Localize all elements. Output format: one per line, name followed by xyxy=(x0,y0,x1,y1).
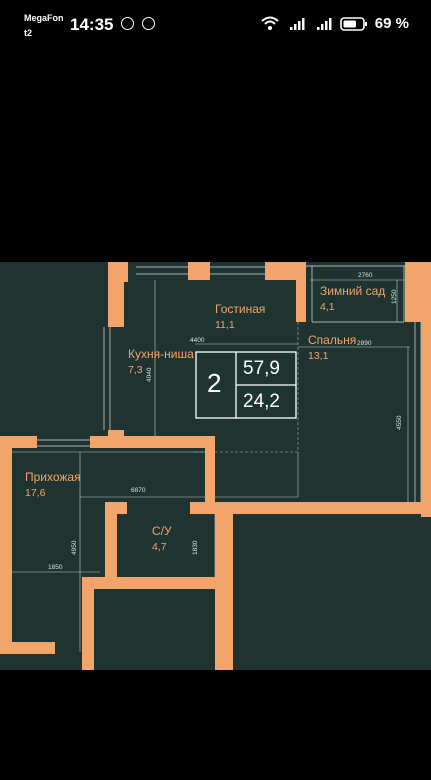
room-name-hallway: Прихожая xyxy=(25,470,81,484)
whatsapp-icon xyxy=(121,17,134,30)
wall xyxy=(405,262,431,322)
room-area-living: 11,1 xyxy=(215,319,235,331)
dimension-label: 4950 xyxy=(71,540,78,555)
badge-living-area: 24,2 xyxy=(243,391,280,412)
room-area-kitchen: 7,3 xyxy=(128,364,143,376)
room-area-winter-garden: 4,1 xyxy=(320,301,335,313)
clock: 14:35 xyxy=(70,15,114,34)
floor-plan-drawing xyxy=(0,262,431,670)
wall xyxy=(265,262,305,280)
dimension-label: 6870 xyxy=(131,487,146,494)
dimension-label: 4400 xyxy=(190,337,205,344)
dimension-label: 1250 xyxy=(391,289,398,304)
room-name-living: Гостиная xyxy=(215,302,266,316)
carrier-label: MegaFon xyxy=(24,13,64,23)
wall xyxy=(421,317,431,517)
room-name-kitchen: Кухня-ниша xyxy=(128,347,194,361)
dimension-label: 4040 xyxy=(146,367,153,382)
wall xyxy=(296,262,306,322)
wall xyxy=(205,502,431,514)
wall xyxy=(205,436,215,514)
wall xyxy=(105,502,117,577)
wall xyxy=(82,577,94,670)
wifi-icon xyxy=(261,16,279,30)
wall xyxy=(108,262,124,327)
wall xyxy=(90,436,205,448)
battery-percent: 69 % xyxy=(374,15,409,32)
room-name-bedroom: Спальня xyxy=(308,333,357,347)
wall xyxy=(0,642,55,654)
badge-total-area: 57,9 xyxy=(243,358,280,379)
room-name-bathroom: С/У xyxy=(152,524,172,538)
battery-icon xyxy=(340,17,367,31)
badge-room-count: 2 xyxy=(207,368,222,398)
status-bar: MegaFon t2 14:35 69 % xyxy=(0,0,431,44)
room-name-winter-garden: Зимний сад xyxy=(320,284,386,298)
dimension-label: 1850 xyxy=(48,564,63,571)
wall xyxy=(82,577,233,589)
dimension-label: 4550 xyxy=(396,415,403,430)
dimension-label: 2760 xyxy=(358,272,373,279)
wall xyxy=(0,436,12,646)
room-area-bathroom: 4,7 xyxy=(152,541,167,553)
wall xyxy=(188,262,210,280)
floor-plan[interactable]: Гостиная 11,1 Зимний сад 4,1 Спальня 13,… xyxy=(0,262,431,670)
dimension-label: 2890 xyxy=(357,340,372,347)
room-area-hallway: 17,6 xyxy=(25,487,46,499)
network-label: t2 xyxy=(24,28,33,38)
wall xyxy=(190,502,215,514)
wall xyxy=(105,502,127,514)
dimension-label: 1830 xyxy=(192,540,199,555)
signal-icon xyxy=(290,18,305,30)
signal-icon xyxy=(317,18,332,30)
whatsapp-icon xyxy=(142,17,155,30)
room-area-bedroom: 13,1 xyxy=(308,350,329,362)
